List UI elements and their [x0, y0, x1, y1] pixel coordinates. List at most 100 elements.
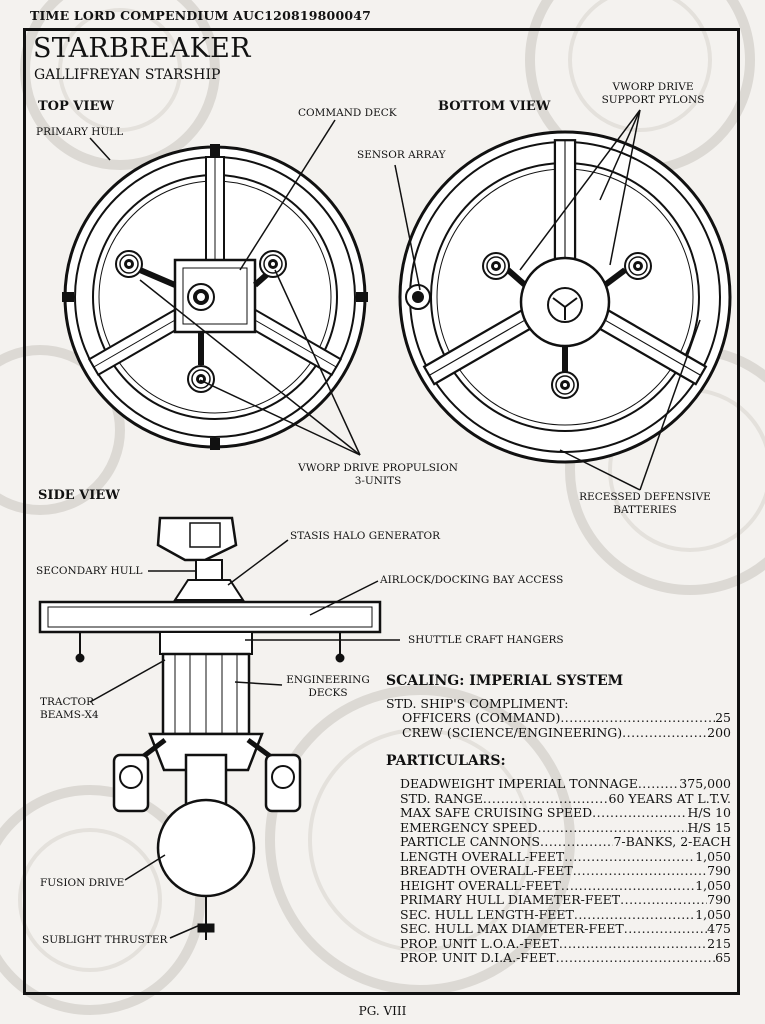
spec-label: LENGTH OVERALL-FEET [400, 848, 565, 864]
label-primary-hull: PRIMARY HULL [36, 126, 124, 138]
label-airlock: AIRLOCK/DOCKING BAY ACCESS [380, 574, 564, 586]
spec-row: LENGTH OVERALL-FEET 1,050 [400, 848, 731, 865]
spec-value: 7-BANKS, 2-EACH [613, 834, 731, 849]
dot-leader [538, 821, 688, 836]
spec-row: SEC. HULL LENGTH-FEET 1,050 [400, 906, 731, 923]
dot-leader [540, 835, 614, 850]
label-tractor-line-1: TRACTOR [40, 696, 95, 708]
specifications-panel: SCALING: IMPERIAL SYSTEM STD. SHIP'S COM… [386, 673, 731, 966]
label-tractor-beams: TRACTOR BEAMS-X4 [40, 696, 99, 721]
spec-label: PROP. UNIT D.I.A.-FEET [400, 950, 556, 965]
dot-leader [483, 792, 609, 807]
page-frame [23, 28, 740, 995]
spec-row: OFFICERS (COMMAND) 25 [402, 710, 731, 726]
spec-row: PROP. UNIT D.I.A.-FEET 65 [400, 950, 731, 966]
top-view-drawing [62, 144, 368, 450]
label-propulsion-line-2: 3-UNITS [354, 474, 402, 487]
spec-row: EMERGENCY SPEED H/S 15 [400, 819, 731, 836]
dot-leader [560, 711, 715, 726]
bottom-view-drawing [398, 130, 732, 464]
dot-leader [564, 850, 695, 865]
spec-value: 790 [707, 863, 731, 878]
spec-row: MAX SAFE CRUISING SPEED H/S 10 [400, 805, 731, 821]
label-engineering-line-2: DECKS [308, 686, 348, 699]
label-defensive-line-1: RECESSED DEFENSIVE [579, 491, 711, 503]
spec-value: H/S 15 [687, 819, 731, 835]
spec-row: DEADWEIGHT IMPERIAL TONNAGE 375,000 [400, 776, 731, 792]
label-sublight-thruster: SUBLIGHT THRUSTER [42, 934, 168, 946]
label-vworp-pylons-line-2: SUPPORT PYLONS [601, 93, 705, 106]
dot-leader [620, 893, 707, 908]
spec-row: SEC. HULL MAX DIAMETER-FEET 475 [400, 921, 731, 937]
spec-label: PARTICLE CANNONS [400, 834, 540, 849]
spec-label: DEADWEIGHT IMPERIAL TONNAGE [400, 776, 638, 791]
label-engineering-line-1: ENGINEERING [286, 674, 370, 686]
scaling-heading: SCALING: IMPERIAL SYSTEM [386, 673, 624, 689]
dot-leader [561, 879, 695, 894]
dot-leader [638, 777, 679, 792]
spec-value: 25 [715, 710, 731, 725]
spec-label: CREW (SCIENCE/ENGINEERING) [402, 724, 623, 740]
dot-leader [574, 908, 695, 923]
spec-row: CREW (SCIENCE/ENGINEERING) 200 [402, 724, 731, 741]
label-shuttle-hangers: SHUTTLE CRAFT HANGERS [408, 634, 564, 646]
spec-row: STD. RANGE 60 YEARS AT L.T.V. [400, 790, 731, 807]
label-fusion-drive: FUSION DRIVE [40, 877, 125, 889]
spec-row: PRIMARY HULL DIAMETER-FEET 790 [400, 892, 731, 908]
document-header: TIME LORD COMPENDIUM AUC120819800047 [30, 8, 372, 23]
spec-label: EMERGENCY SPEED [400, 819, 538, 835]
spec-value: 1,050 [695, 906, 731, 922]
leader-lines [89, 109, 701, 939]
label-tractor-line-2: BEAMS-X4 [40, 708, 99, 721]
spec-label: BREADTH OVERALL-FEET [400, 863, 573, 878]
spec-value: 1,050 [695, 848, 731, 864]
spec-value: 475 [707, 921, 731, 936]
spec-value: H/S 10 [687, 805, 731, 820]
dot-leader [622, 726, 707, 741]
label-stasis-halo: STASIS HALO GENERATOR [290, 530, 441, 542]
dot-leader [624, 922, 707, 937]
page-title: STARBREAKER [33, 33, 251, 64]
label-defensive-batteries: RECESSED DEFENSIVE BATTERIES [570, 491, 720, 516]
spec-label: SEC. HULL MAX DIAMETER-FEET [400, 921, 624, 936]
top-view-heading: TOP VIEW [38, 99, 114, 114]
label-defensive-line-2: BATTERIES [613, 503, 677, 516]
spec-value: 215 [707, 935, 731, 951]
dot-leader [592, 806, 687, 821]
spec-label: HEIGHT OVERALL-FEET [400, 877, 561, 893]
spec-value: 60 YEARS AT L.T.V. [608, 790, 731, 806]
spec-label: OFFICERS (COMMAND) [402, 710, 561, 725]
label-vworp-pylons-line-1: VWORP DRIVE [612, 81, 694, 93]
spec-label: PROP. UNIT L.O.A.-FEET [400, 935, 559, 951]
spec-row: HEIGHT OVERALL-FEET 1,050 [400, 877, 731, 894]
spec-row: PROP. UNIT L.O.A.-FEET 215 [400, 935, 731, 952]
spec-value: 65 [715, 950, 731, 965]
label-sensor-array: SENSOR ARRAY [357, 149, 446, 161]
spec-value: 1,050 [695, 877, 731, 893]
label-propulsion: VWORP DRIVE PROPULSION 3-UNITS [288, 462, 468, 487]
spec-label: SEC. HULL LENGTH-FEET [400, 906, 574, 922]
spec-label: STD. RANGE [400, 790, 483, 806]
spec-value: 200 [707, 724, 731, 740]
label-propulsion-line-1: VWORP DRIVE PROPULSION [298, 462, 458, 474]
spec-value: 790 [707, 892, 731, 907]
page-number: PG. VIII [358, 1004, 407, 1018]
spec-value: 375,000 [679, 776, 731, 791]
particulars-heading: PARTICULARS: [386, 753, 506, 769]
dot-leader [559, 937, 707, 952]
spec-label: PRIMARY HULL DIAMETER-FEET [400, 892, 621, 907]
spec-label: MAX SAFE CRUISING SPEED [400, 805, 593, 820]
side-view-drawing [38, 516, 382, 940]
label-engineering-decks: ENGINEERING DECKS [278, 674, 378, 699]
spec-row: PARTICLE CANNONS 7-BANKS, 2-EACH [400, 834, 731, 850]
bottom-view-heading: BOTTOM VIEW [438, 99, 551, 114]
label-vworp-pylons: VWORP DRIVE SUPPORT PYLONS [588, 81, 718, 106]
label-secondary-hull: SECONDARY HULL [36, 565, 143, 577]
page-subtitle: GALLIFREYAN STARSHIP [34, 67, 221, 83]
dot-leader [573, 864, 707, 879]
side-view-heading: SIDE VIEW [38, 488, 120, 503]
label-command-deck: COMMAND DECK [298, 107, 397, 119]
